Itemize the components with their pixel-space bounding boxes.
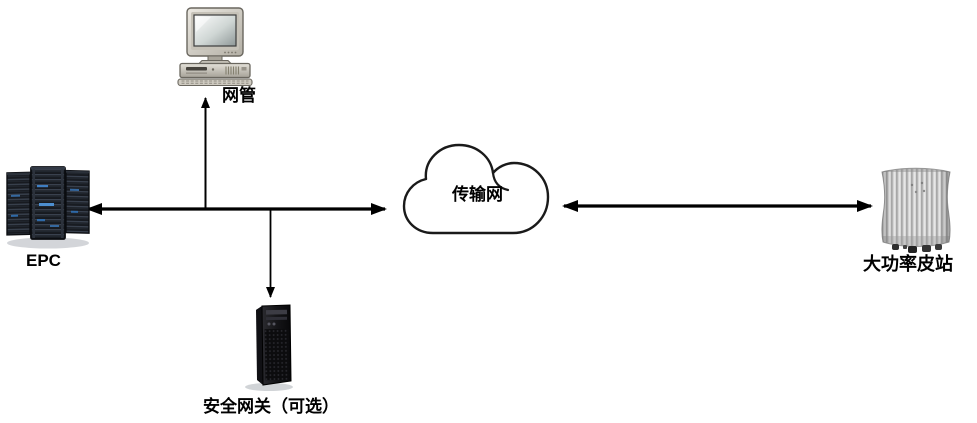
server-rack-icon (6, 166, 90, 249)
node-security-gateway (244, 301, 300, 393)
security-gateway-label: 安全网关（可选） (203, 397, 339, 416)
base-station-icon (881, 167, 951, 253)
pico-station-label: 大功率皮站 (863, 254, 953, 274)
tower-server-icon (245, 304, 293, 391)
epc-label: EPC (26, 251, 61, 270)
desktop-computer-icon (177, 7, 253, 86)
node-transmission-network (399, 139, 559, 241)
node-network-manager (177, 6, 255, 86)
cloud-icon (402, 143, 550, 235)
transmission-network-label: 传输网 (452, 185, 503, 204)
node-epc (5, 163, 91, 251)
node-pico-station (876, 162, 956, 254)
network-manager-label: 网管 (222, 86, 256, 105)
